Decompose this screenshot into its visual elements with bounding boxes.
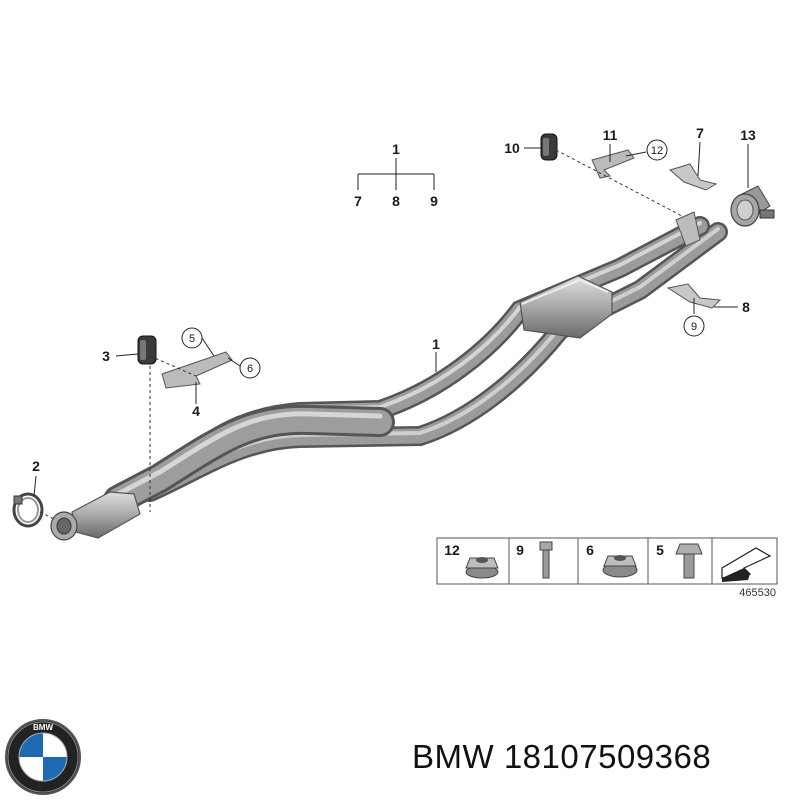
callout-1-pipe: 1 bbox=[432, 336, 440, 352]
callout-7-top: 7 bbox=[354, 193, 362, 209]
footer-brand: BMW bbox=[412, 738, 495, 775]
svg-text:BMW: BMW bbox=[33, 723, 53, 732]
footer-part-number: BMW 18107509368 bbox=[412, 738, 711, 776]
callout-11: 11 bbox=[603, 127, 618, 143]
callout-13: 13 bbox=[740, 127, 756, 143]
hex-bolt-icon bbox=[675, 543, 703, 579]
callout-12: 12 bbox=[651, 145, 663, 157]
clamp-13 bbox=[730, 185, 775, 227]
callout-2: 2 bbox=[32, 458, 40, 474]
callout-9-top: 9 bbox=[430, 193, 438, 209]
rubber-mount-10 bbox=[540, 133, 558, 161]
bmw-logo: BMW bbox=[5, 719, 81, 795]
arrow-direction-icon bbox=[721, 547, 772, 582]
leader-lines bbox=[33, 141, 749, 521]
callout-4: 4 bbox=[192, 403, 200, 419]
hardware-legend: 12 9 6 5 465530 bbox=[436, 537, 778, 599]
center-muffler bbox=[519, 275, 613, 339]
bolt-icon bbox=[539, 541, 553, 579]
flange-nut-icon bbox=[602, 555, 638, 578]
callout-8-right: 8 bbox=[742, 299, 750, 315]
exhaust-pipe-assembly bbox=[50, 211, 728, 541]
legend-num-6: 6 bbox=[586, 542, 594, 558]
clip-7 bbox=[668, 163, 718, 191]
rubber-mount-3 bbox=[137, 335, 157, 365]
callout-3: 3 bbox=[102, 348, 110, 364]
callout-6: 6 bbox=[247, 363, 253, 375]
flange-nut-icon bbox=[465, 557, 499, 579]
callout-7-right: 7 bbox=[696, 125, 704, 141]
legend-num-5: 5 bbox=[656, 542, 664, 558]
rear-pipe-bracket bbox=[675, 211, 701, 247]
clip-8 bbox=[666, 283, 722, 309]
legend-num-9: 9 bbox=[516, 542, 524, 558]
callout-8-top: 8 bbox=[392, 193, 400, 209]
legend-num-12: 12 bbox=[444, 542, 460, 558]
diagram-ref-number: 465530 bbox=[739, 587, 776, 599]
callout-9-right: 9 bbox=[691, 321, 697, 333]
footer-part-number-value: 18107509368 bbox=[503, 738, 712, 775]
bracket-11 bbox=[591, 149, 635, 179]
callout-labels: 1 7 8 9 10 11 12 7 13 8 9 1 3 4 5 6 2 bbox=[32, 125, 756, 474]
callout-1-top: 1 bbox=[392, 141, 400, 157]
bracket-4 bbox=[161, 351, 233, 389]
front-catalytic-converter bbox=[71, 491, 141, 539]
clamp-2 bbox=[12, 492, 44, 528]
callout-10: 10 bbox=[504, 140, 520, 156]
callout-5: 5 bbox=[189, 333, 195, 345]
